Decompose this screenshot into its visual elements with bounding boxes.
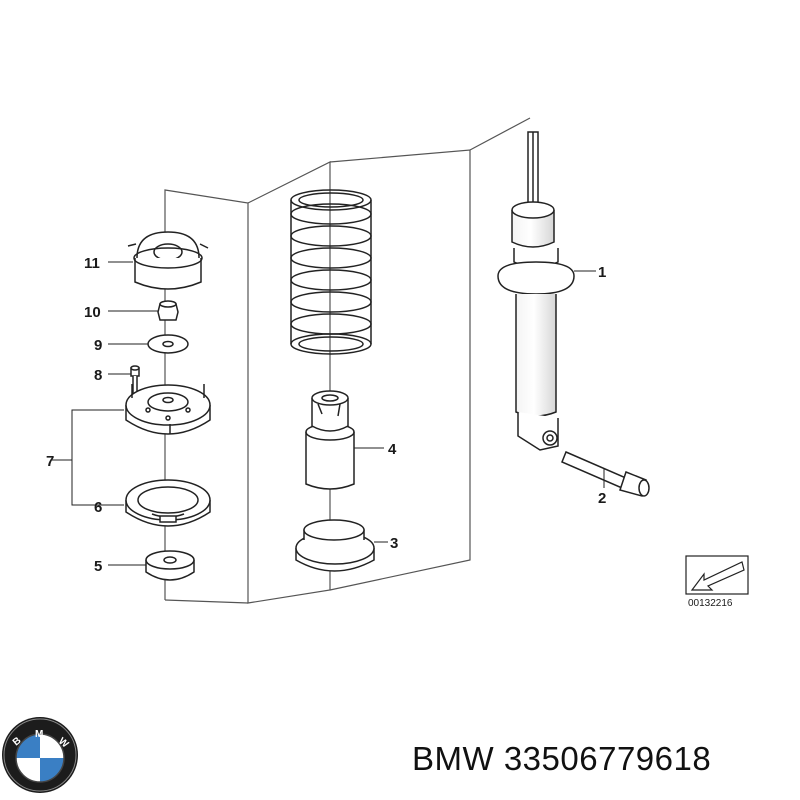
brand-name: BMW <box>412 740 495 777</box>
part-3-spring-seat <box>295 519 375 572</box>
part-7-mount <box>125 384 211 435</box>
leader-lines <box>52 261 605 566</box>
callout-7: 7 <box>46 453 54 470</box>
part-2-bolt <box>561 451 650 497</box>
arrow-icon <box>690 561 745 591</box>
part-1-shock-absorber <box>497 131 575 451</box>
callout-9: 9 <box>94 337 102 354</box>
bmw-logo: B M W <box>2 717 78 793</box>
part-6-bearing <box>125 479 211 527</box>
callout-2: 2 <box>598 490 606 507</box>
reference-box: 00132216 <box>685 555 749 609</box>
part-8-bolt <box>130 365 140 396</box>
coil-spring <box>290 189 372 355</box>
callouts: 11 10 9 8 7 6 5 1 4 3 2 <box>46 255 606 575</box>
reference-number: 00132216 <box>688 598 733 609</box>
callout-11: 11 <box>84 255 100 272</box>
callout-8: 8 <box>94 367 102 384</box>
callout-1: 1 <box>598 264 606 281</box>
callout-5: 5 <box>94 558 102 575</box>
part-caption: BMW 33506779618 <box>412 740 711 778</box>
callout-6: 6 <box>94 499 102 516</box>
svg-text:M: M <box>35 729 43 740</box>
part-9-washer <box>147 334 189 354</box>
part-5-cup <box>145 550 195 581</box>
part-number: 33506779618 <box>503 740 712 777</box>
part-11-cap <box>127 231 209 290</box>
part-10-nut <box>157 300 179 321</box>
part-4-bump-stop <box>305 390 355 490</box>
callout-10: 10 <box>84 304 101 321</box>
callout-3: 3 <box>390 535 398 552</box>
callout-4: 4 <box>388 441 397 458</box>
assembly-outline <box>164 117 531 604</box>
